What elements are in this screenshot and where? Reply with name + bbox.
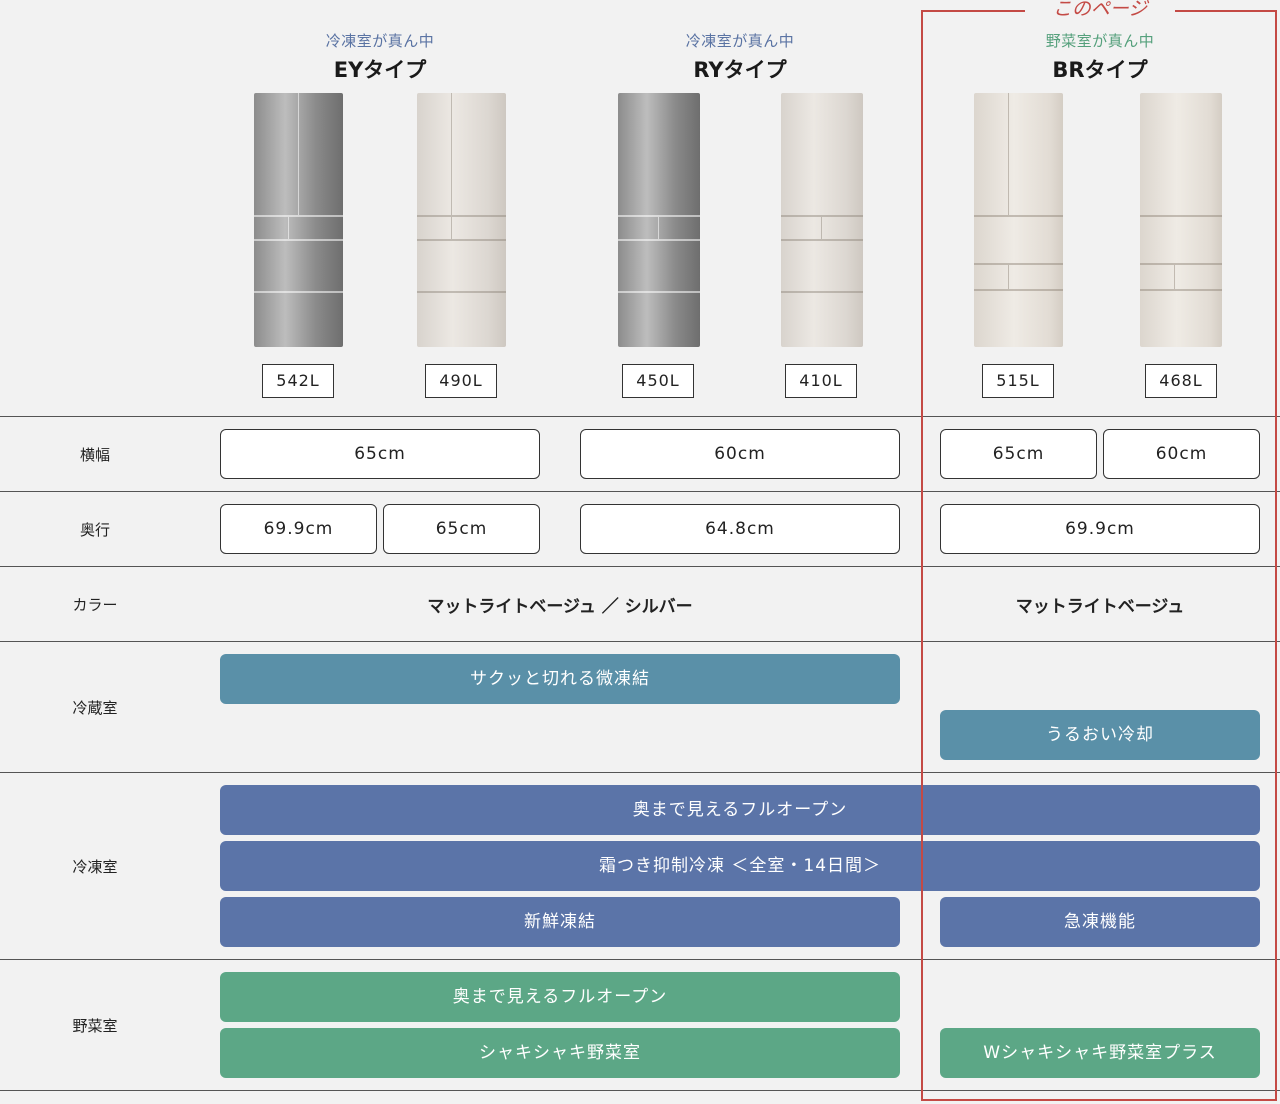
capacity-badge-490l: 490L xyxy=(425,364,497,398)
type-br-title: BRタイプ xyxy=(1052,58,1148,82)
capacity-badge-515l: 515L xyxy=(982,364,1054,398)
type-ey-subtitle: 冷凍室が真ん中 xyxy=(325,32,435,50)
fridge-image-468l xyxy=(1140,93,1222,347)
row-divider xyxy=(0,566,1280,567)
fridge-image-542l xyxy=(254,93,343,347)
capacity-badge-450l: 450L xyxy=(622,364,694,398)
capacity-badge-410l: 410L xyxy=(785,364,857,398)
feature-quick-freeze: 急凍機能 xyxy=(940,897,1260,947)
type-ey-title: EYタイプ xyxy=(333,58,427,82)
width-value-br-515: 65cm xyxy=(940,429,1097,479)
feature-frost-suppression: 霜つき抑制冷凍 ＜全室・14日間＞ xyxy=(220,841,1260,891)
fridge-image-515l xyxy=(974,93,1063,347)
fridge-image-490l xyxy=(417,93,506,347)
depth-value-br: 69.9cm xyxy=(940,504,1260,554)
capacity-badge-542l: 542L xyxy=(262,364,334,398)
row-divider xyxy=(0,772,1280,773)
feature-w-crisp-vegetable-plus: Wシャキシャキ野菜室プラス xyxy=(940,1028,1260,1078)
feature-moist-cooling: うるおい冷却 xyxy=(940,710,1260,760)
width-value-ry: 60cm xyxy=(580,429,900,479)
type-ry-title: RYタイプ xyxy=(693,58,787,82)
depth-value-542: 69.9cm xyxy=(220,504,377,554)
capacity-badge-468l: 468L xyxy=(1145,364,1217,398)
row-label-width: 横幅 xyxy=(79,446,110,464)
width-value-br-468: 60cm xyxy=(1103,429,1260,479)
feature-crisp-vegetable: シャキシャキ野菜室 xyxy=(220,1028,900,1078)
type-br-subtitle: 野菜室が真ん中 xyxy=(1045,32,1155,50)
row-label-vegetable-room: 野菜室 xyxy=(72,1017,118,1035)
row-divider xyxy=(0,641,1280,642)
feature-full-open-freezer: 奥まで見えるフルオープン xyxy=(220,785,1260,835)
row-label-color: カラー xyxy=(72,596,118,614)
row-divider xyxy=(0,491,1280,492)
depth-value-490: 65cm xyxy=(383,504,540,554)
fridge-image-450l xyxy=(618,93,700,347)
type-ry-subtitle: 冷凍室が真ん中 xyxy=(685,32,795,50)
color-value-br: マットライトベージュ xyxy=(1015,597,1185,617)
width-value-ey: 65cm xyxy=(220,429,540,479)
feature-slight-freeze: サクッと切れる微凍結 xyxy=(220,654,900,704)
row-label-freezer-room: 冷凍室 xyxy=(72,858,118,876)
row-label-depth: 奥行 xyxy=(79,521,110,539)
feature-full-open-vegetable: 奥まで見えるフルオープン xyxy=(220,972,900,1022)
row-divider xyxy=(0,959,1280,960)
row-divider xyxy=(0,1090,1280,1091)
row-label-fridge-room: 冷蔵室 xyxy=(72,699,118,717)
this-page-label: このページ xyxy=(1025,0,1175,24)
color-value-ey-ry: マットライトベージュ ／ シルバー xyxy=(427,597,693,617)
fridge-image-410l xyxy=(781,93,863,347)
depth-value-ry: 64.8cm xyxy=(580,504,900,554)
row-divider xyxy=(0,416,1280,417)
this-page-highlight-frame xyxy=(921,10,1277,1101)
feature-fresh-freeze: 新鮮凍結 xyxy=(220,897,900,947)
